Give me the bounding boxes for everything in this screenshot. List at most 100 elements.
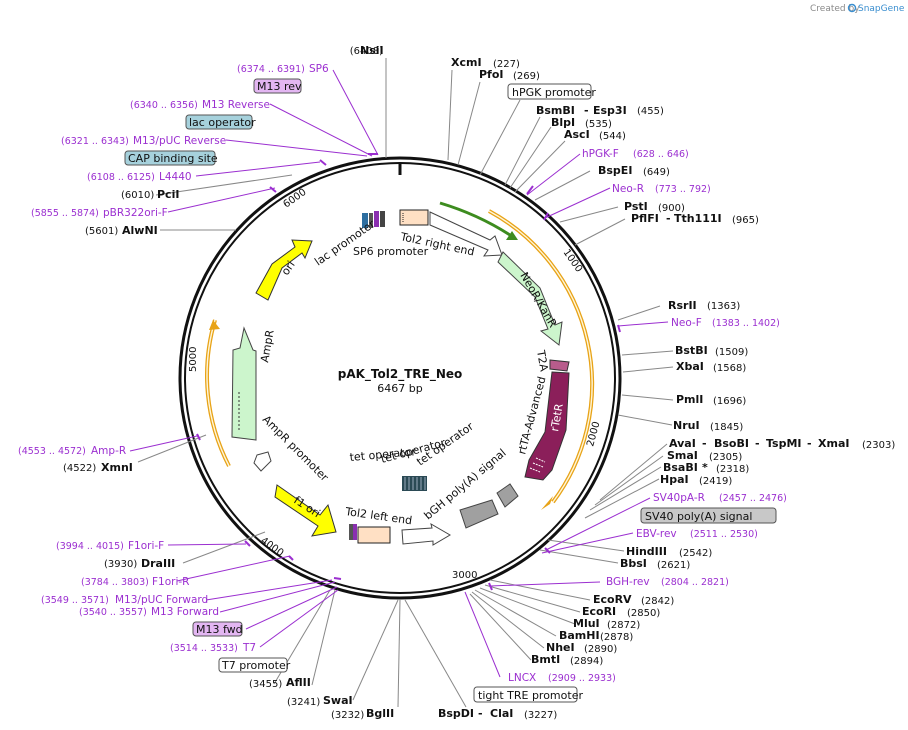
m13-rev-label: M13 rev: [257, 80, 302, 93]
site-blpi: BlpI: [551, 116, 575, 129]
primer-l4440: L4440: [159, 171, 192, 183]
hpgk-arrow: [439, 201, 514, 239]
hpgk-promoter-label: hPGK promoter: [512, 86, 596, 99]
primer-sv40pa-r: SV40pA-R: [653, 492, 705, 504]
sv40-polya-block: [496, 483, 519, 508]
primer-m13-forward: M13 Forward: [151, 606, 219, 618]
site-pflfi-pos: (965): [732, 215, 759, 226]
m13-fwd-label: M13 fwd: [196, 623, 243, 636]
site-bspei-pos: (649): [643, 167, 670, 178]
site-bsmbi-pos: (455): [637, 106, 664, 117]
t2a-label: T2A: [534, 348, 551, 373]
primer-m13-puc-forward: M13/pUC Forward: [115, 594, 208, 606]
tight-tre-box: [473, 686, 578, 703]
tick-5000: 5000: [188, 347, 199, 372]
leader-lines: [137, 58, 674, 708]
site-smai: SmaI: [667, 449, 698, 462]
primer-sp6-pos: (6374 .. 6391): [237, 64, 305, 75]
t7-promoter-box: [218, 657, 288, 673]
site-nhei-pos: (2890): [584, 644, 617, 655]
tight-tre-label: tight TRE promoter: [478, 689, 583, 702]
site-bstbi: BstBI: [675, 344, 708, 357]
site-hindiii: HindIII: [626, 545, 667, 558]
site-bbsi-pos: (2621): [657, 560, 690, 571]
site-aflii: AflII: [286, 676, 311, 689]
site-bstbi-pos: (1509): [715, 347, 748, 358]
primer-ebv-rev: EBV-rev: [636, 528, 677, 540]
tol2-right-arrow: [429, 211, 503, 257]
primer-lncx-pos: (2909 .. 2933): [548, 673, 616, 684]
lac-operator-box: [185, 114, 253, 130]
site-bsmbi-sep: -: [584, 104, 589, 117]
lac-promoter-label: lac promoter: [312, 217, 378, 268]
primer-m13-puc-reverse: M13/pUC Reverse: [133, 135, 226, 147]
site-ecori: EcoRI: [582, 605, 616, 618]
site-xmni: XmnI: [101, 461, 133, 474]
primer-sv40pa-r-pos: (2457 .. 2476): [719, 493, 787, 504]
svg-text:-: -: [702, 437, 707, 450]
primer-m13-puc-forward-pos: (3549 .. 3571): [41, 595, 109, 606]
site-bsabi: BsaBI: [663, 461, 698, 474]
site-bsabi-pos: (2318): [716, 464, 749, 475]
site-bspdi: BspDI: [438, 707, 474, 720]
tet-operator-cluster: [402, 476, 427, 491]
tol2-left-end-block: [357, 526, 391, 544]
f1-ori-arrow: [274, 484, 337, 537]
site-draiii-pos: (3930): [104, 559, 137, 570]
site-nrui-pos: (1845): [710, 422, 743, 433]
lac-promoter-block: [362, 213, 368, 228]
site-pcii: PciI: [157, 188, 179, 201]
site-swai: SwaI: [323, 694, 353, 707]
hpgk-promoter-box: [507, 83, 592, 100]
primer-amp-r: Amp-R: [91, 445, 126, 457]
svg-text:-: -: [807, 437, 812, 450]
primer-hpgk-f: hPGK-F: [582, 148, 619, 160]
primer-neo-r: Neo-R: [612, 183, 644, 195]
site-alwni: AlwNI: [122, 224, 158, 237]
bgh-polya-block: [459, 499, 499, 529]
ampr-promoter-label: AmpR promoter: [260, 413, 331, 484]
primer-l4440-pos: (6108 .. 6125): [87, 172, 155, 183]
site-draiii: DraIII: [141, 557, 175, 570]
primer-neo-f-pos: (1383 .. 1402): [712, 318, 780, 329]
site-alwni-pos: (5601): [85, 226, 118, 237]
site-ecorv: EcoRV: [593, 593, 632, 606]
site-tth111i: Tth111I: [674, 212, 722, 225]
primer-m13-reverse-pos: (6340 .. 6356): [130, 100, 198, 111]
cap-binding-label: CAP binding site: [128, 152, 218, 165]
primer-f1ori-f-pos: (3994 .. 4015): [56, 541, 124, 552]
site-hindiii-pos: (2542): [679, 548, 712, 559]
site-bmti: BmtI: [531, 653, 560, 666]
ampr-promoter-arrow: [253, 451, 272, 472]
snapgene-name: SnapGene: [858, 4, 905, 14]
m13-rev-box: [253, 78, 302, 94]
site-blpi-pos: (535): [585, 119, 612, 130]
plasmid-size: 6467 bp: [377, 382, 422, 395]
m13-fwd-box: [192, 621, 243, 637]
site-hpai-pos: (2419): [699, 476, 732, 487]
tick-3000: 3000: [452, 570, 477, 581]
site-xcmi-pos: (227): [493, 59, 520, 70]
site-xbai: XbaI: [676, 360, 704, 373]
site-tspmi: TspMI: [766, 437, 802, 450]
svg-text:-: -: [478, 707, 483, 720]
primer-ticks: [196, 153, 621, 591]
primer-ebv-rev-pos: (2511 .. 2530): [690, 529, 758, 540]
site-bamhi-pos: (2878): [600, 632, 633, 643]
primer-m13-reverse: M13 Reverse: [202, 99, 270, 111]
site-hpai: HpaI: [660, 473, 689, 486]
neor-kanr-arrow: [497, 251, 563, 346]
site-swai-pos: (3241): [287, 697, 320, 708]
ampr-label: AmpR: [258, 329, 277, 364]
primer-f1ori-r-pos: (3784 .. 3803): [81, 577, 149, 588]
sv40-polya-box: [640, 507, 777, 524]
sv40-polya-label: SV40 poly(A) signal: [645, 510, 752, 523]
ampr-arrow: [231, 326, 257, 441]
site-asci-pos: (544): [599, 131, 626, 142]
primer-t7-pos: (3514 .. 3533): [170, 643, 238, 654]
svg-text:-: -: [755, 437, 760, 450]
site-bspei: BspEI: [598, 164, 632, 177]
site-pflfi: PflFI: [631, 212, 659, 225]
site-bsabi-star: *: [702, 461, 708, 474]
